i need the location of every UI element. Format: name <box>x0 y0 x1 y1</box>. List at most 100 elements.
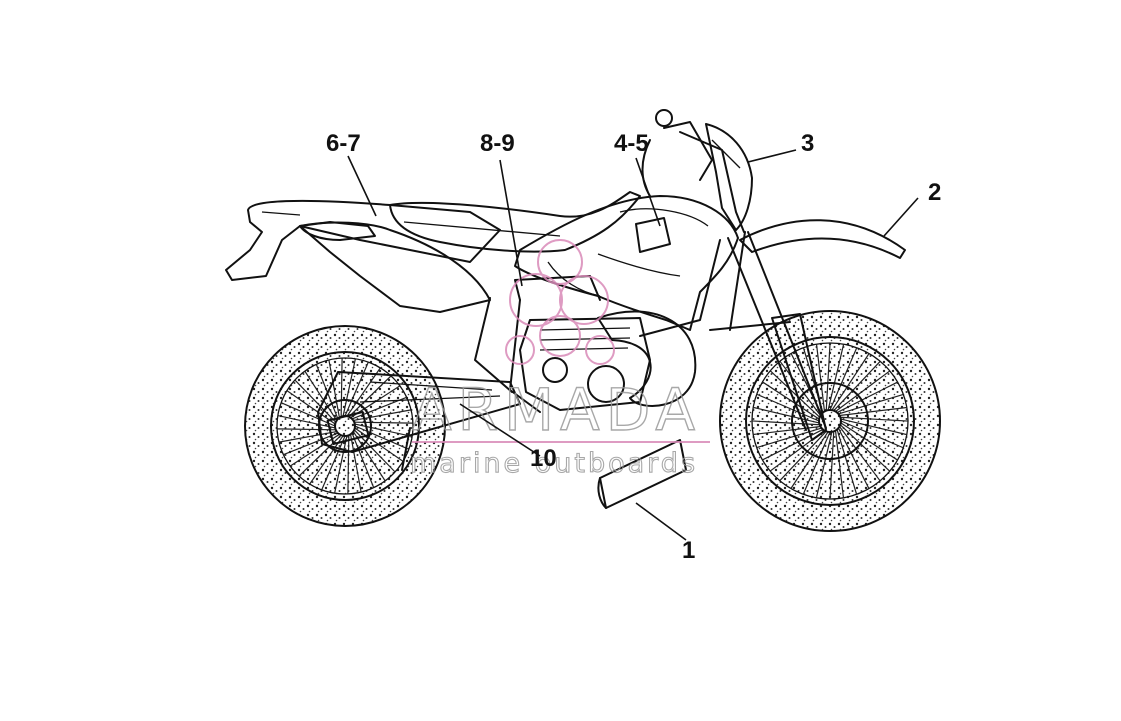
callout-10: 10 <box>530 445 557 472</box>
spoke <box>342 358 356 417</box>
callout-1: 1 <box>682 537 695 564</box>
spoke <box>753 425 821 436</box>
rear-rim <box>270 351 420 501</box>
spoke <box>756 427 822 449</box>
spoke <box>349 434 362 493</box>
spoke <box>753 406 820 424</box>
rear-side-panel <box>299 221 491 313</box>
spoke <box>283 432 339 456</box>
spoke <box>825 342 831 411</box>
callout-6-7: 6-7 <box>326 130 361 157</box>
leader-4-5 <box>635 157 661 227</box>
spoke <box>289 433 340 467</box>
watermark-tagline: marine outboards <box>410 448 698 479</box>
frame <box>474 231 746 413</box>
spoke <box>836 381 898 414</box>
leader-2 <box>883 197 919 237</box>
front-hub <box>818 409 842 433</box>
spoke <box>827 344 845 411</box>
spoke <box>354 421 413 424</box>
spoke <box>346 367 381 417</box>
leader-3 <box>747 149 797 163</box>
leader-8-9 <box>499 159 523 287</box>
spoke <box>836 429 858 495</box>
spoke <box>837 427 870 489</box>
spoke <box>779 360 821 416</box>
spoke <box>280 402 336 427</box>
spoke <box>790 431 829 489</box>
callout-8-9: 8-9 <box>480 130 515 157</box>
front-fender <box>739 219 906 259</box>
spoke <box>779 430 827 482</box>
spoke <box>340 358 343 417</box>
leader-lines <box>347 149 919 541</box>
spoke <box>762 381 820 420</box>
spoke <box>352 431 386 482</box>
watermark: ARMADA marine outboards <box>409 239 710 480</box>
spoke <box>833 360 881 412</box>
front-fork <box>709 231 827 441</box>
spoke <box>815 344 826 412</box>
spoke <box>286 390 336 425</box>
spoke <box>762 428 824 461</box>
watermark-logo-loop <box>539 315 581 357</box>
rear-fender <box>225 199 501 281</box>
spoke <box>840 422 898 461</box>
decal-sheet-part-1 <box>597 439 687 509</box>
spoke <box>353 409 412 422</box>
spoke <box>839 406 907 417</box>
callout-3: 3 <box>801 130 814 157</box>
spoke <box>278 430 337 443</box>
front-wheel <box>719 310 941 532</box>
spoke <box>304 370 338 421</box>
spoke <box>328 359 341 418</box>
callout-4-5: 4-5 <box>614 130 649 157</box>
watermark-logo-icon <box>505 239 615 365</box>
spoke <box>351 432 375 488</box>
spoke <box>840 420 904 449</box>
spoke <box>756 393 820 422</box>
fuel-tank <box>514 195 739 331</box>
spoke <box>829 347 858 411</box>
spoke <box>838 393 904 415</box>
spoke <box>354 423 413 437</box>
watermark-logo-loop <box>585 335 615 365</box>
watermark-logo-loop <box>509 273 563 327</box>
handlebar <box>641 109 745 233</box>
spoke <box>802 431 831 495</box>
rear-spokes <box>277 358 413 494</box>
spoke <box>277 415 336 429</box>
leader-6-7 <box>347 155 377 217</box>
spoke <box>839 426 881 482</box>
rear-rim-inner <box>276 357 414 495</box>
spoke <box>344 361 369 417</box>
leader-10 <box>459 403 541 457</box>
spoke <box>829 431 835 500</box>
spoke <box>294 379 337 423</box>
watermark-brand: ARMADA <box>412 376 701 444</box>
spoke <box>834 430 845 498</box>
spoke <box>840 416 909 422</box>
spoke <box>815 431 833 498</box>
callout-2: 2 <box>928 179 941 206</box>
spoke <box>354 425 410 450</box>
spoke <box>277 428 336 431</box>
spoke <box>769 370 821 418</box>
spoke <box>839 424 891 472</box>
callout-labels: 1 2 3 4-5 6-7 8-9 10 <box>326 130 941 564</box>
seat <box>389 191 641 253</box>
spoke <box>321 435 346 491</box>
front-rim <box>745 336 915 506</box>
front-number-plate <box>705 123 753 231</box>
spoke <box>334 435 348 494</box>
spoke <box>840 418 907 436</box>
spoke <box>751 420 820 426</box>
spoke <box>298 434 342 477</box>
spoke <box>835 370 891 412</box>
spoke <box>831 353 870 411</box>
watermark-logo-loop <box>505 335 535 365</box>
front-brake-disc <box>791 382 869 460</box>
watermark-logo-loop <box>537 239 583 285</box>
